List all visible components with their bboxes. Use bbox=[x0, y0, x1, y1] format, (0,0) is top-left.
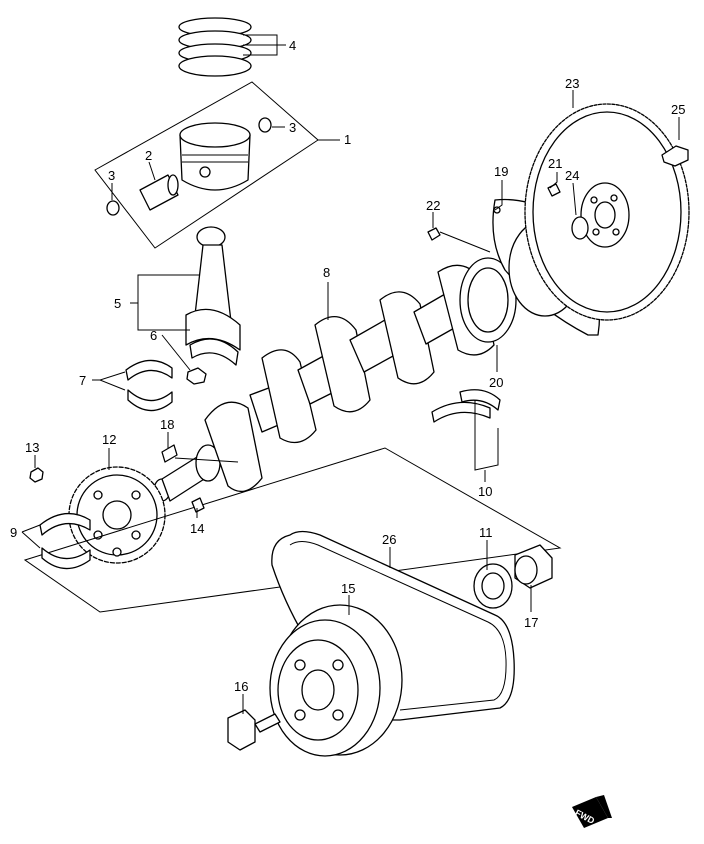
con-rod-nut[interactable] bbox=[186, 367, 207, 385]
callout-9: 9 bbox=[10, 525, 17, 540]
callout-22: 22 bbox=[426, 198, 440, 213]
callout-17: 17 bbox=[524, 615, 538, 630]
flywheel-bolt[interactable] bbox=[661, 145, 689, 167]
callout-2: 2 bbox=[145, 148, 152, 163]
callout-13: 13 bbox=[25, 440, 39, 455]
callout-numbers: 1 2 3 3 4 5 6 7 8 9 10 11 12 13 14 15 16… bbox=[10, 38, 685, 694]
thrust-bearings[interactable] bbox=[39, 513, 91, 570]
sprocket-bolt[interactable] bbox=[29, 467, 44, 483]
con-rod-bearings[interactable] bbox=[125, 359, 173, 412]
callout-3: 3 bbox=[108, 168, 115, 183]
sprocket-key[interactable] bbox=[161, 444, 178, 463]
callout-10: 10 bbox=[478, 484, 492, 499]
callout-20: 20 bbox=[489, 375, 503, 390]
callout-1: 1 bbox=[344, 132, 351, 147]
callout-15: 15 bbox=[341, 581, 355, 596]
callout-19: 19 bbox=[494, 164, 508, 179]
callout-25: 25 bbox=[671, 102, 685, 117]
callout-5: 5 bbox=[114, 296, 121, 311]
callout-12: 12 bbox=[102, 432, 116, 447]
callout-24: 24 bbox=[565, 168, 579, 183]
callout-21: 21 bbox=[548, 156, 562, 171]
callout-7: 7 bbox=[79, 373, 86, 388]
callout-14: 14 bbox=[190, 521, 204, 536]
dowel-pin[interactable] bbox=[427, 227, 441, 241]
pilot-bearing[interactable] bbox=[571, 216, 589, 240]
piston-pin-circlips[interactable] bbox=[106, 117, 272, 216]
callout-3: 3 bbox=[289, 120, 296, 135]
callout-8: 8 bbox=[323, 265, 330, 280]
piston[interactable] bbox=[179, 122, 251, 191]
thrust-bearings-box bbox=[23, 447, 562, 613]
fwd-direction-badge: FWD bbox=[572, 795, 612, 828]
front-oil-seal[interactable] bbox=[473, 563, 513, 609]
main-bearings[interactable] bbox=[431, 389, 501, 423]
crank-timing-sprocket[interactable] bbox=[68, 466, 166, 564]
crank-pulley[interactable] bbox=[269, 604, 403, 757]
flywheel[interactable] bbox=[524, 103, 690, 321]
connecting-rod[interactable] bbox=[185, 226, 241, 366]
callout-11: 11 bbox=[479, 525, 493, 540]
callout-4: 4 bbox=[289, 38, 296, 53]
callout-18: 18 bbox=[160, 417, 174, 432]
piston-rings[interactable] bbox=[178, 17, 252, 77]
crank-key[interactable] bbox=[191, 497, 205, 513]
callout-16: 16 bbox=[234, 679, 248, 694]
pulley-bolt[interactable] bbox=[227, 709, 281, 751]
rear-oil-seal[interactable] bbox=[459, 257, 517, 343]
crank-timing-gear[interactable] bbox=[514, 544, 553, 589]
leader-lines bbox=[21, 34, 680, 714]
piston-pin[interactable] bbox=[139, 174, 179, 211]
callout-6: 6 bbox=[150, 328, 157, 343]
callout-26: 26 bbox=[382, 532, 396, 547]
callout-23: 23 bbox=[565, 76, 579, 91]
